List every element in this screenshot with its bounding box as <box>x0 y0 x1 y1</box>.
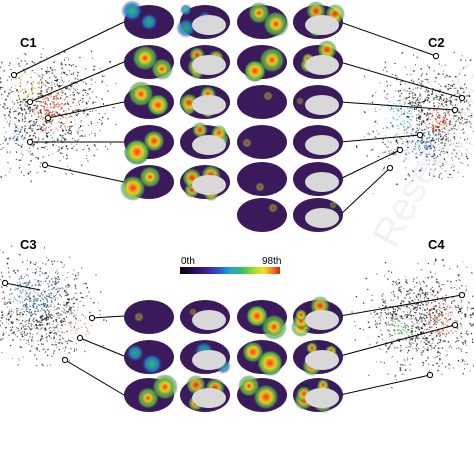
brain-map-pair <box>124 122 230 165</box>
brain-map-pair <box>124 340 231 375</box>
network-node-marker <box>426 371 434 379</box>
brain-map-pair <box>124 81 230 119</box>
brain-map-pair <box>237 1 345 39</box>
network-node-marker <box>1 279 9 287</box>
network-node-marker <box>451 106 459 114</box>
network-node-marker <box>386 164 394 172</box>
network-node-marker <box>10 71 18 79</box>
brain-map-pair <box>237 340 343 376</box>
brain-map-pair <box>237 125 343 159</box>
network-cloud-c1 <box>0 43 117 183</box>
connector-lines <box>4 21 463 396</box>
network-node-marker <box>432 52 440 60</box>
brain-map-pair <box>237 296 343 340</box>
colorbar: 0th 98th <box>180 256 281 274</box>
brain-map-pair <box>237 85 343 119</box>
brain-map-pair <box>237 162 343 196</box>
network-node-marker <box>88 314 96 322</box>
network-node-marker <box>41 161 49 169</box>
node-markers <box>1 52 466 379</box>
brain-map-pair <box>120 165 230 201</box>
brain-map-pair <box>121 0 230 39</box>
network-node-marker <box>458 291 466 299</box>
brain-map-pair <box>237 40 343 82</box>
brain-map-pair <box>124 374 230 412</box>
brain-map-pair <box>237 375 343 413</box>
colorbar-max-label: 98th <box>262 256 281 267</box>
network-node-marker <box>44 114 52 122</box>
network-node-marker <box>396 146 404 154</box>
panel-label-c3: C3 <box>20 237 37 252</box>
panel-label-c1: C1 <box>20 35 37 50</box>
brain-map-pair <box>124 300 230 334</box>
network-node-marker <box>458 94 466 102</box>
colorbar-min-label: 0th <box>181 256 195 267</box>
brain-map-pair <box>237 198 343 232</box>
panel-label-c4: C4 <box>428 237 445 252</box>
panel-label-c2: C2 <box>428 35 445 50</box>
network-cloud-c3 <box>0 245 108 367</box>
network-node-marker <box>416 131 424 139</box>
network-node-marker <box>76 334 84 342</box>
network-node-marker <box>26 138 34 146</box>
network-node-marker <box>451 321 459 329</box>
network-node-marker <box>61 356 69 364</box>
brain-maps <box>120 0 345 413</box>
colorbar-gradient <box>180 267 280 274</box>
watermark: ResearchGate <box>364 6 474 254</box>
network-node-marker <box>26 98 34 106</box>
brain-map-pair <box>124 45 230 80</box>
